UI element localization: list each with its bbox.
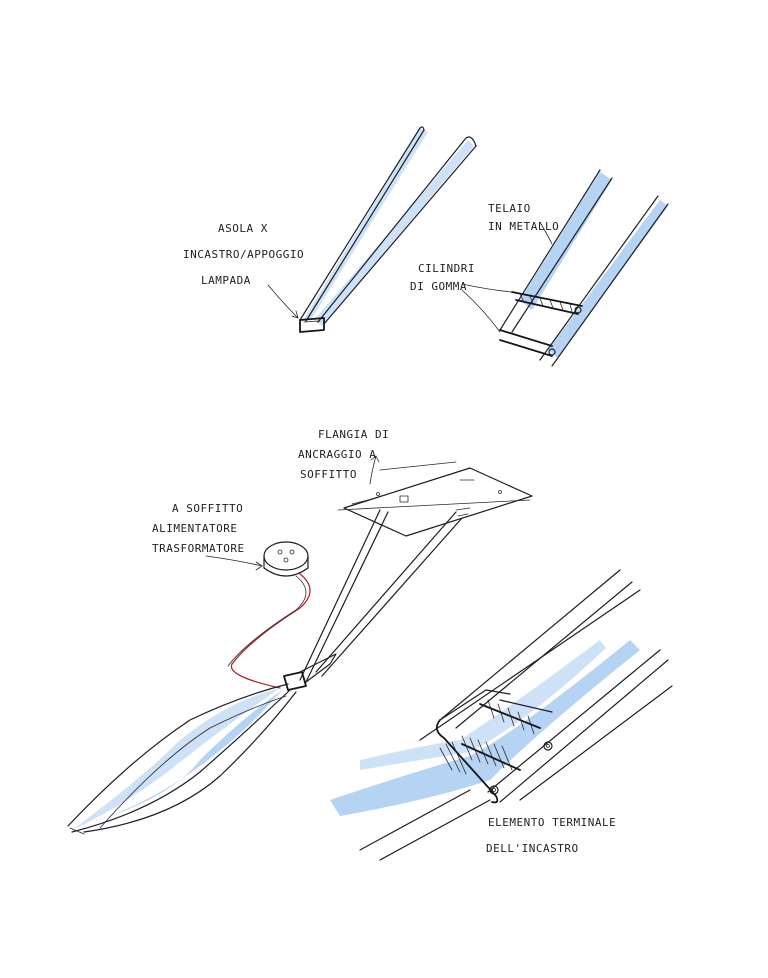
rubber-label-line1: CILINDRI [418, 262, 475, 275]
driver-label-line1: A SOFFITTO [172, 502, 243, 515]
slot-label-line2: INCASTRO/APPOGGIO [183, 248, 304, 261]
driver-label-line3: TRASFORMATORE [152, 542, 245, 555]
terminal-element-drawing [330, 569, 673, 861]
slot-detail-drawing [267, 126, 477, 333]
terminal-label-line1: ELEMENTO TERMINALE [488, 816, 616, 829]
rubber-label-line2: DI GOMMA [410, 280, 467, 293]
frame-detail-labels: TELAIO IN METALLO CILINDRI DI GOMMA [410, 202, 559, 293]
frame-detail-drawing [461, 169, 669, 367]
slot-detail-labels: ASOLA X INCASTRO/APPOGGIO LAMPADA [183, 222, 304, 287]
flange-label-line3: SOFFITTO [300, 468, 357, 481]
flange-label-line1: FLANGIA DI [318, 428, 389, 441]
lamp-overview-drawing [67, 455, 533, 835]
driver-label-line2: ALIMENTATORE [152, 522, 237, 535]
flange-label-line2: ANCRAGGIO A [298, 448, 376, 461]
frame-label-line2: IN METALLO [488, 220, 559, 233]
slot-label-line3: LAMPADA [201, 274, 251, 287]
terminal-label-line2: DELL'INCASTRO [486, 842, 579, 855]
slot-label-line1: ASOLA X [218, 222, 268, 235]
lamp-overview-labels: FLANGIA DI ANCRAGGIO A SOFFITTO A SOFFIT… [152, 428, 389, 555]
frame-label-line1: TELAIO [488, 202, 531, 215]
terminal-element-labels: ELEMENTO TERMINALE DELL'INCASTRO [486, 816, 616, 855]
